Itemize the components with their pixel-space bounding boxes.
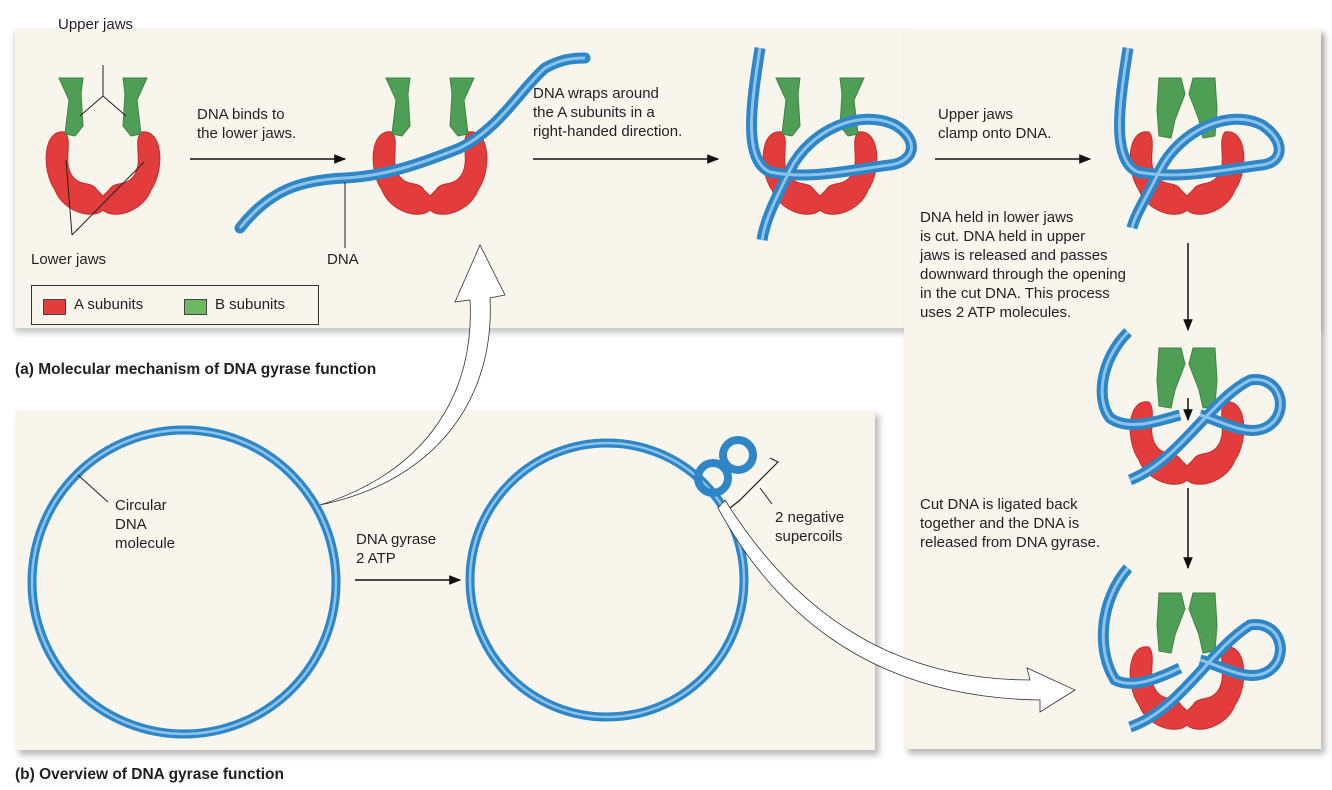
- curved-arrow-to-final: [717, 499, 1076, 713]
- legend-label-b: B subunits: [215, 296, 286, 313]
- circular-dna-relaxed: [27, 425, 341, 739]
- gyrase-step-1: [45, 65, 161, 236]
- gyrase-step-3: [746, 47, 917, 241]
- legend-swatch-b: [184, 299, 207, 315]
- caption-panel-a: (a) Molecular mechanism of DNA gyrase fu…: [15, 361, 377, 378]
- gyrase-step-2: [234, 52, 591, 248]
- step-1-text: DNA binds to the lower jaws.: [197, 106, 297, 142]
- step-5-text: Cut DNA is ligated back together and the…: [920, 496, 1101, 551]
- step-3-text: Upper jaws clamp onto DNA.: [938, 106, 1052, 142]
- curved-arrow-to-mechanism: [319, 244, 506, 506]
- legend-label-a: A subunits: [74, 296, 144, 313]
- gyrase-final: [1097, 564, 1286, 733]
- label-circular-dna: Circular DNA molecule: [115, 497, 176, 552]
- label-supercoils: 2 negative supercoils: [775, 509, 845, 545]
- step-2-text: DNA wraps around the A subunits in a rig…: [533, 85, 683, 140]
- label-gyrase-reaction: DNA gyrase 2 ATP: [356, 531, 437, 567]
- circular-dna-supercoiled: [465, 436, 780, 722]
- subunit-legend: A subunits B subunits: [31, 285, 319, 325]
- label-dna: DNA: [327, 251, 359, 268]
- label-lower-jaws: Lower jaws: [31, 251, 107, 268]
- gyrase-step-4: [1114, 47, 1285, 230]
- caption-panel-b: (b) Overview of DNA gyrase function: [15, 766, 284, 783]
- legend-swatch-a: [43, 299, 66, 315]
- step-4-text: DNA held in lower jaws is cut. DNA held …: [920, 209, 1126, 321]
- gyrase-step-5: [1096, 328, 1286, 486]
- label-upper-jaws: Upper jaws: [58, 16, 134, 33]
